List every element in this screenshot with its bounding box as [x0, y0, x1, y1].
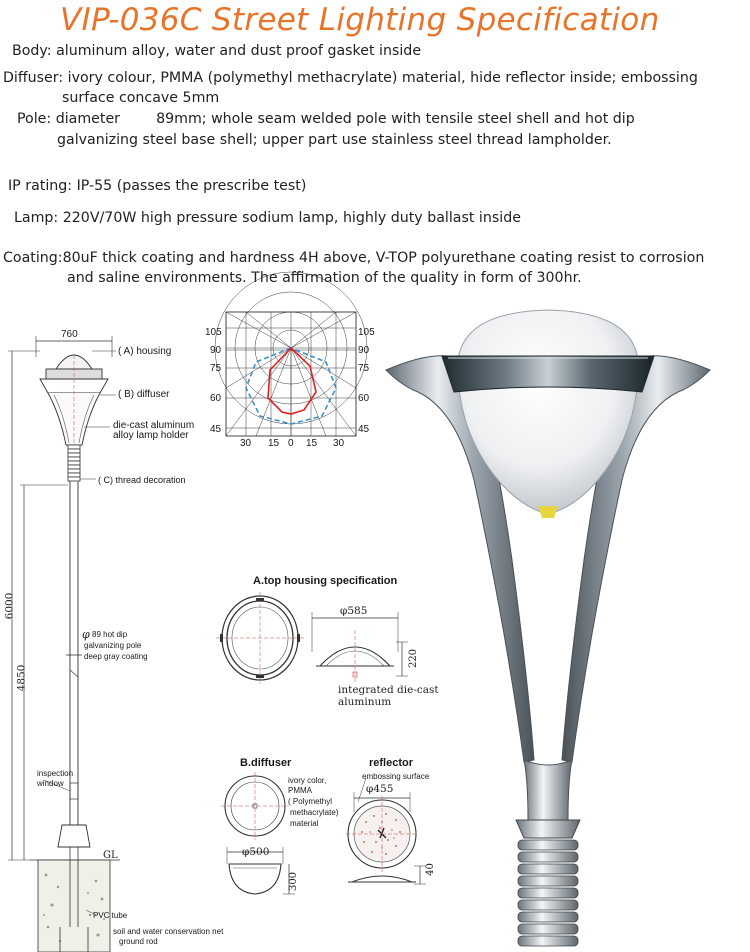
spec-coating-text: 80uF thick coating and hardness 4H above… [62, 250, 705, 266]
polar-bottom-label-30-right: 30 [333, 438, 345, 449]
spec-coating: Coating:80uF thick coating and hardness … [3, 248, 704, 268]
diffuser-note-1: ivory color, [288, 776, 327, 785]
polar-left-label-45: 45 [210, 424, 222, 435]
spec-pole-text: diameter 89mm; whole seam welded pole wi… [55, 111, 635, 127]
page-title: VIP-036C Street Lighting Specification [60, 2, 660, 38]
reflector-note: embossing surface [362, 772, 430, 781]
spec-body-text: aluminum alloy, water and dust proof gas… [56, 43, 422, 59]
housing-spec-drawing [216, 592, 408, 684]
diffuser-note-4: methacrylate) [290, 808, 339, 817]
pole-drawing [8, 336, 120, 952]
dim-4850: 4850 [15, 664, 28, 692]
polar-right-label-75: 75 [358, 363, 370, 374]
polar-bottom-label-15-right: 15 [306, 438, 318, 449]
polar-left-label-90: 90 [210, 345, 222, 356]
label-diffuser: ( B) diffuser [118, 389, 170, 400]
ground-level-label: GL [103, 850, 118, 861]
polar-left-label-60: 60 [210, 393, 222, 404]
diffuser-note-2: PMMA [288, 786, 312, 795]
spec-lamp: Lamp: 220V/70W high pressure sodium lamp… [14, 208, 521, 228]
polar-bottom-label-30-left: 30 [240, 438, 252, 449]
diffuser-dia-label: φ500 [242, 846, 270, 858]
pvc-label: PVC tube [93, 911, 128, 920]
polar-right-label-60: 60 [358, 393, 370, 404]
spec-coating-text-2: and saline environments. The affirmation… [67, 270, 582, 286]
spec-diffuser-text-2: surface concave 5mm [62, 90, 220, 106]
label-holder-1: die-cast aluminum [113, 420, 195, 431]
reflector-spec-drawing [346, 777, 426, 885]
polar-bottom-label-15-left: 15 [268, 438, 280, 449]
pole-note-1: 89 hot dip [92, 630, 128, 639]
lamp-render [385, 309, 711, 947]
pole-note-2: galvanizing pole [84, 641, 142, 650]
reflector-dia-label: φ455 [366, 783, 394, 795]
dim-760: 760 [61, 329, 78, 340]
phi-symbol: φ [82, 628, 90, 641]
net-label: soil and water conservation net [113, 927, 224, 936]
pole-note-3: deep gray coating [84, 652, 148, 661]
spec-ip: IP rating: IP-55 (passes the prescribe t… [8, 176, 306, 196]
label-housing: ( A) housing [118, 346, 172, 357]
spec-ip-label: IP rating: [8, 178, 73, 194]
housing-note-1: integrated die-cast [338, 684, 439, 696]
diffuser-spec-drawing [221, 772, 295, 895]
housing-spec-heading: A.top housing specification [253, 575, 398, 587]
housing-note-2: aluminum [338, 696, 392, 708]
spec-diffuser: Diffuser: ivory colour, PMMA (polymethyl… [3, 68, 698, 88]
spec-pole-label: Pole: [17, 111, 52, 127]
spec-diffuser-text: ivory colour, PMMA (polymethyl methacryl… [67, 70, 698, 86]
dim-6000: 6000 [3, 592, 16, 620]
spec-lamp-label: Lamp: [14, 210, 59, 226]
polar-bottom-label-0: 0 [288, 438, 294, 449]
spec-lamp-text: 220V/70W high pressure sodium lamp, high… [62, 210, 521, 226]
spec-pole: Pole: diameter 89mm; whole seam welded p… [17, 109, 635, 129]
polar-right-label-105: 105 [358, 327, 375, 338]
diffuser-height-label: 300 [288, 871, 300, 892]
inspection-label-1: inspection [37, 769, 74, 778]
inspection-label-2: window [37, 779, 64, 788]
housing-dia-label: φ585 [340, 605, 368, 617]
rod-label: ground rod [119, 937, 158, 946]
spec-coating-label: Coating: [3, 250, 63, 266]
diffuser-note-5: material [290, 819, 319, 828]
label-thread: ( C) thread decoration [98, 475, 186, 485]
polar-right-label-45: 45 [358, 424, 370, 435]
label-holder-2: alloy lamp holder [113, 430, 189, 441]
polar-diagram [214, 271, 368, 437]
spec-ip-text: IP-55 (passes the prescribe test) [76, 178, 307, 194]
reflector-spec-heading: reflector [369, 757, 414, 769]
diffuser-note-3: ( Polymethyl [288, 797, 333, 806]
spec-body-label: Body: [12, 43, 52, 59]
polar-right-label-90: 90 [358, 345, 370, 356]
spec-body: Body: aluminum alloy, water and dust pro… [12, 41, 421, 61]
diffuser-spec-heading: B.diffuser [240, 757, 292, 769]
polar-left-label-75: 75 [210, 363, 222, 374]
spec-diffuser-label: Diffuser: [3, 70, 64, 86]
spec-pole-text-2: galvanizing steel base shell; upper part… [57, 132, 612, 148]
polar-left-label-105: 105 [205, 327, 222, 338]
